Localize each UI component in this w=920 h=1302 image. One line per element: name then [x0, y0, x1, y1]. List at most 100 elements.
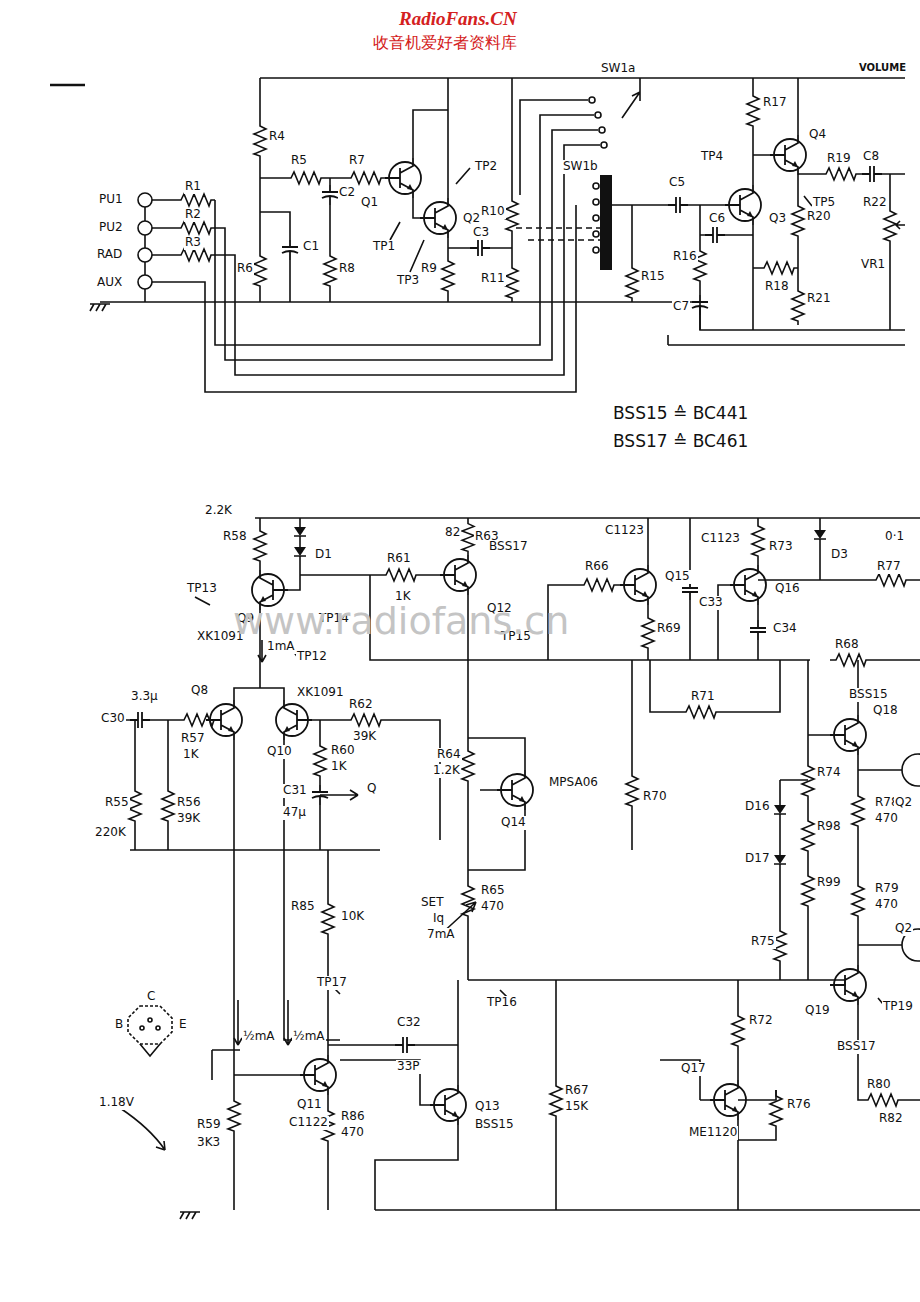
part-label: R17 — [762, 96, 788, 110]
part-label: R99 — [816, 876, 842, 890]
part-label: 39K — [352, 730, 377, 744]
part-label: Q15 — [664, 570, 691, 584]
part-label: 33P — [396, 1060, 421, 1074]
part-label: R19 — [826, 152, 852, 166]
part-label: R4 — [268, 130, 286, 144]
part-label: ME1120 — [688, 1126, 738, 1140]
part-label: R98 — [816, 820, 842, 834]
part-label: Q4 — [808, 128, 827, 142]
part-label: R69 — [656, 622, 682, 636]
part-label: R76 — [786, 1098, 812, 1112]
part-label: SW1b — [562, 160, 599, 174]
part-label: R74 — [816, 766, 842, 780]
part-label: R15 — [640, 270, 666, 284]
part-label: R20 — [806, 210, 832, 224]
part-label: C3 — [472, 226, 490, 240]
part-label: TP4 — [700, 150, 724, 164]
watermark: www.radiofans.cn — [232, 600, 570, 644]
part-label: C — [146, 990, 156, 1004]
part-label: R73 — [768, 540, 794, 554]
part-label: R59 — [196, 1118, 222, 1132]
site-header: 收音机爱好者资料库 — [372, 34, 518, 52]
part-label: R85 — [290, 900, 316, 914]
part-label: 3.3μ — [130, 690, 159, 704]
part-label: D16 — [744, 800, 771, 814]
part-label: Q10 — [266, 745, 293, 759]
part-label: TP17 — [316, 976, 348, 990]
part-label: ½mA — [292, 1030, 326, 1044]
part-label: BSS15 ≙ BC441 — [612, 404, 749, 424]
part-label: PU2 — [98, 221, 124, 235]
part-label: Q1 — [360, 196, 379, 210]
part-label: R79 — [874, 882, 900, 896]
part-label: Q19 — [804, 1004, 831, 1018]
part-label: 470 — [874, 812, 899, 826]
part-label: 220K — [94, 826, 127, 840]
part-label: Q2 — [894, 922, 913, 936]
part-label: R86 — [340, 1110, 366, 1124]
part-label: D3 — [830, 548, 849, 562]
part-label: C32 — [396, 1016, 422, 1030]
part-label: 7mA — [426, 928, 456, 942]
part-label: R77 — [876, 560, 902, 574]
site-header: RadioFans.CN — [398, 8, 518, 30]
part-label: R8 — [338, 262, 356, 276]
part-label: C33 — [698, 596, 724, 610]
part-label: R72 — [748, 1014, 774, 1028]
part-label: Q2 — [462, 212, 481, 226]
part-label: R64 — [436, 748, 462, 762]
part-label: PU1 — [98, 193, 124, 207]
part-label: Q8 — [190, 684, 209, 698]
part-label: SET — [420, 896, 445, 910]
part-label: C5 — [668, 176, 686, 190]
part-label: Q14 — [500, 816, 527, 830]
part-label: VOLUME — [858, 62, 907, 74]
part-label: Q3 — [768, 212, 787, 226]
part-label: 3K3 — [196, 1136, 221, 1150]
part-label: R3 — [184, 236, 202, 250]
part-label: R10 — [480, 205, 506, 219]
part-label: R71 — [690, 690, 716, 704]
part-label: R9 — [420, 262, 438, 276]
part-label: R62 — [348, 698, 374, 712]
part-label: R60 — [330, 744, 356, 758]
part-label: 82 — [444, 526, 461, 540]
part-label: Q2 — [894, 796, 913, 810]
part-label: BSS15 — [848, 688, 889, 702]
part-label: 39K — [176, 812, 201, 826]
part-label: C1 — [302, 240, 320, 254]
part-label: TP16 — [486, 996, 518, 1010]
part-label: R1 — [184, 180, 202, 194]
part-label: R61 — [386, 552, 412, 566]
part-label: Q11 — [296, 1098, 323, 1112]
part-label: R2 — [184, 208, 202, 222]
part-label: R18 — [764, 280, 790, 294]
part-label: B — [114, 1018, 124, 1032]
part-label: C1122 — [288, 1116, 329, 1130]
part-label: E — [178, 1018, 188, 1032]
part-label: 470 — [340, 1126, 365, 1140]
part-label: R5 — [290, 154, 308, 168]
part-label: R75 — [750, 935, 776, 949]
part-label: R70 — [642, 790, 668, 804]
part-label: Q13 — [474, 1100, 501, 1114]
part-label: 15K — [564, 1100, 589, 1114]
part-label: R80 — [866, 1078, 892, 1092]
part-label: R55 — [104, 796, 130, 810]
part-label: R22 — [862, 196, 888, 210]
part-label: MPSA06 — [548, 776, 599, 790]
part-label: Q16 — [774, 582, 801, 596]
part-label: C1123 — [604, 524, 645, 538]
part-label: R65 — [480, 884, 506, 898]
part-label: TP1 — [372, 240, 396, 254]
part-label: TP13 — [186, 582, 218, 596]
part-label: BSS17 — [836, 1040, 877, 1054]
part-label: SW1a — [600, 62, 636, 76]
part-label: R57 — [180, 732, 206, 746]
part-label: R16 — [672, 250, 698, 264]
part-label: R56 — [176, 796, 202, 810]
part-label: Q18 — [872, 704, 899, 718]
part-label: C7 — [672, 300, 690, 314]
part-label: R11 — [480, 272, 506, 286]
